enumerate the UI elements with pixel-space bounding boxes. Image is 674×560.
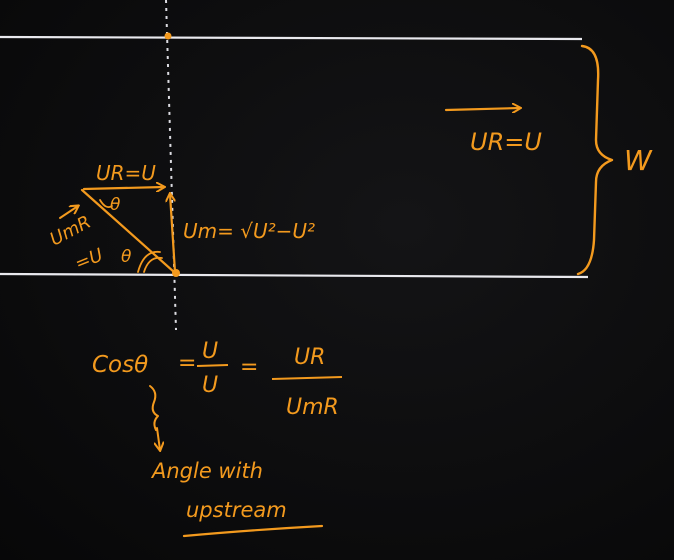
note-line-2: upstream — [186, 498, 287, 522]
angle-arc-bottom-1 — [137, 250, 161, 273]
note-line-1: Angle with — [150, 459, 263, 483]
man-velocity-magnitude-label: =U — [72, 245, 106, 275]
equals-sign-2: = — [240, 355, 258, 380]
triangle-man-velocity-vertical — [170, 194, 177, 274]
fraction1-denominator: U — [202, 373, 218, 398]
width-brace — [576, 44, 614, 276]
triangle-river-velocity — [82, 187, 164, 189]
fraction2-bar — [271, 376, 343, 380]
dotted-normal-line — [165, 0, 177, 331]
fraction1-bar — [196, 364, 229, 367]
river-bank-bottom — [0, 272, 589, 279]
man-velocity-in-river-label: UmR — [46, 212, 94, 251]
fraction2-denominator: UmR — [286, 395, 339, 420]
fraction1-numerator: U — [202, 339, 218, 364]
fraction2-numerator: UR — [294, 345, 325, 370]
triangle-river-velocity-label: UR=U — [96, 161, 156, 185]
angle-arc-bottom-2 — [143, 256, 163, 273]
man-velocity-in-river-arrow — [59, 206, 78, 219]
note-arrow — [157, 427, 160, 450]
theta-bottom-label: θ — [121, 247, 132, 267]
theta-top-label: θ — [110, 195, 121, 215]
point-top — [164, 32, 172, 40]
river-velocity-arrow — [444, 108, 520, 110]
cos-theta-label: Cosθ — [92, 352, 148, 378]
theta-arc-top — [99, 199, 113, 209]
river-bank-top — [0, 35, 583, 41]
man-velocity-vertical-label: Um= √U²−U² — [183, 219, 315, 243]
note-underline — [182, 524, 324, 538]
equals-sign-1: = — [178, 351, 196, 376]
width-label: W — [624, 144, 653, 177]
note-brace — [149, 385, 159, 431]
river-velocity-label: UR=U — [470, 128, 542, 156]
